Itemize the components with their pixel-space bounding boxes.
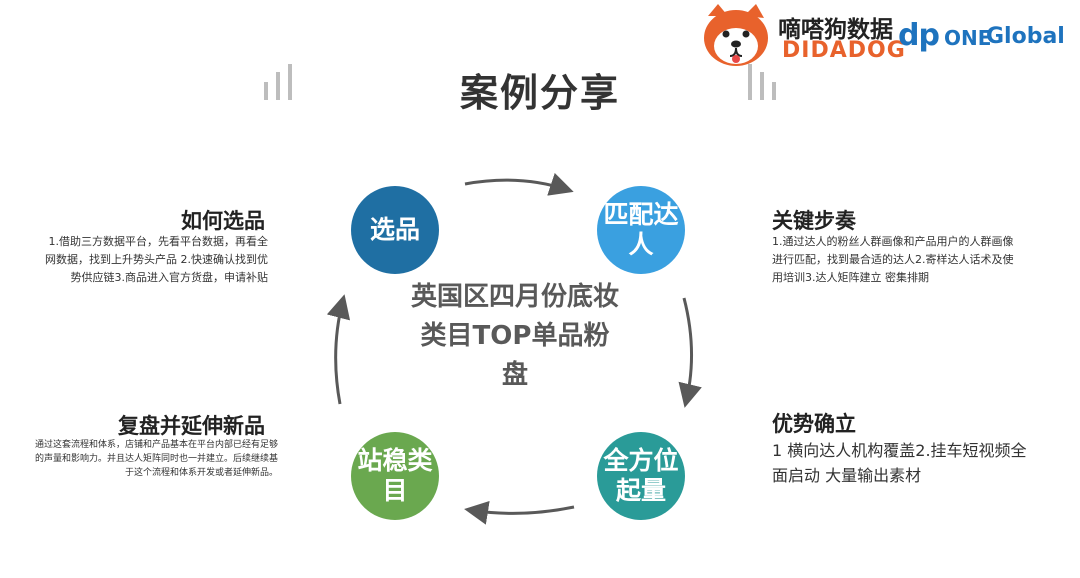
section-how-to-select-body: 1.借助三方数据平台，先看平台数据，再看全网数据，找到上升势头产品 2.快速确认… (45, 235, 268, 284)
section-how-to-select-title: 如何选品 (181, 209, 265, 233)
dp-one-global-logo: dp ONE Global (898, 18, 1074, 54)
section-key-steps-title: 关键步奏 (772, 209, 856, 233)
section-advantage-title: 优势确立 (772, 412, 856, 436)
dp-logo-global: Global (986, 24, 1065, 49)
section-advantage-body: 1 横向达人机构覆盖2.挂车短视频全面启动 大量输出素材 (772, 441, 1027, 485)
arrow-match-to-full (678, 297, 702, 408)
dp-logo-mark: dp (898, 18, 940, 53)
page-title: 案例分享 (459, 71, 620, 115)
bar-chart-icon (262, 64, 302, 100)
arrow-select-to-match (464, 172, 574, 196)
section-review-extend-title: 复盘并延伸新品 (118, 414, 265, 438)
center-case-text: 英国区四月份底妆类目TOP单品粉盘 (410, 282, 619, 390)
dp-logo-one: ONE (944, 26, 992, 50)
step-stable-category-circle: 站稳类目 (351, 432, 439, 520)
step-match-influencer-circle: 匹配达人 (597, 186, 685, 274)
section-key-steps-body: 1.通过达人的粉丝人群画像和产品用户的人群画像进行匹配，找到最合适的达人2.寄样… (772, 235, 1014, 284)
section-review-extend-body: 通过这套流程和体系，店铺和产品基本在平台内部已经有足够的声量和影响力。并且达人矩… (34, 440, 278, 478)
arrow-stable-to-select (326, 294, 351, 405)
step-full-scale-circle: 全方位起量 (597, 432, 685, 520)
didadog-en-logo-text: DIDADOG (782, 38, 906, 63)
didadog-cn-logo-text: 嘀嗒狗数据 (778, 17, 893, 43)
bar-chart-icon (746, 64, 786, 100)
arrow-full-to-stable (464, 500, 575, 525)
didadog-dog-logo-icon (704, 4, 768, 66)
step-select-circle: 选品 (351, 186, 439, 274)
